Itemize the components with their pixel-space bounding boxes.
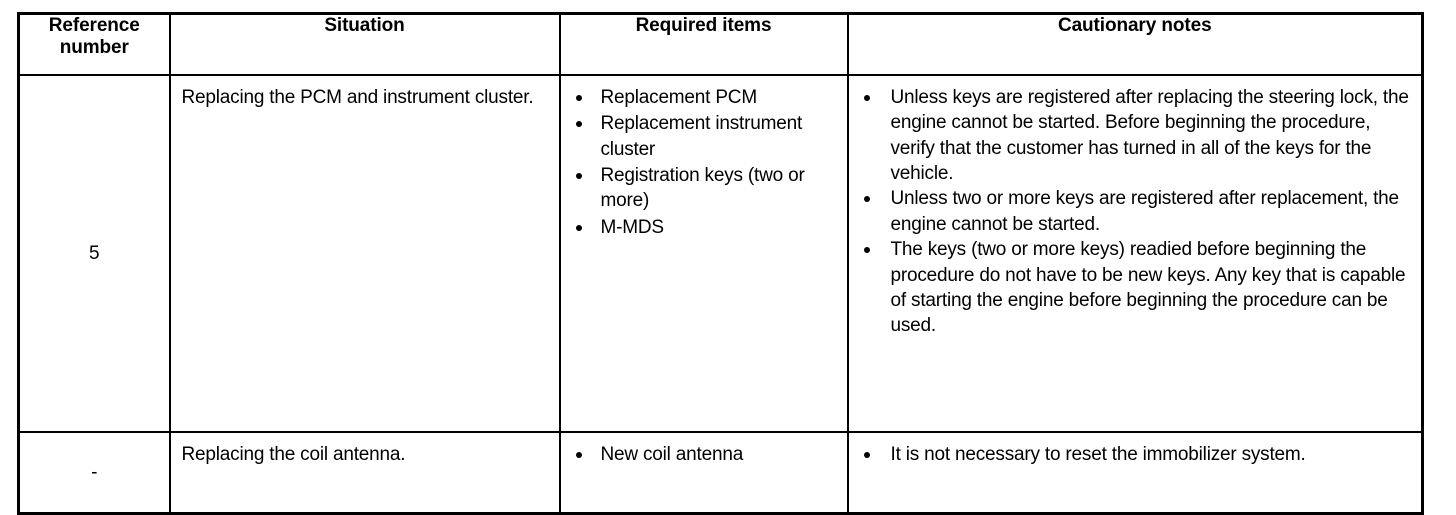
required-items-list: New coil antenna	[567, 442, 841, 467]
cautionary-notes-list: It is not necessary to reset the immobil…	[855, 442, 1416, 467]
cell-reference-number: 5	[17, 74, 171, 433]
cell-cautionary-notes: Unless keys are registered after replaci…	[846, 74, 1424, 433]
bullet-icon	[863, 95, 870, 101]
list-item-label: Replacement instrument cluster	[600, 113, 803, 160]
document-page: Reference number Situation Required item…	[17, 12, 1424, 515]
bullet-icon	[575, 173, 582, 180]
list-item-label: Unless two or more keys are registered a…	[890, 188, 1400, 235]
cell-situation: Replacing the PCM and instrument cluster…	[168, 74, 561, 433]
list-item: Unless two or more keys are registered a…	[855, 186, 1416, 237]
table-header: Reference number Situation Required item…	[17, 12, 1424, 76]
table-row: 5 Replacing the PCM and instrument clust…	[17, 74, 1424, 433]
table-row: - Replacing the coil antenna. New coil a…	[17, 431, 1424, 515]
bullet-icon	[575, 95, 582, 101]
cautionary-notes-list: Unless keys are registered after replaci…	[855, 85, 1416, 339]
table-header-row: Reference number Situation Required item…	[17, 12, 1424, 76]
list-item-label: Unless keys are registered after replaci…	[890, 87, 1409, 185]
bullet-icon	[863, 452, 870, 458]
column-header-required-items: Required items	[558, 12, 849, 76]
bullet-icon	[575, 224, 582, 231]
column-header-situation: Situation	[168, 12, 561, 76]
cell-cautionary-notes: It is not necessary to reset the immobil…	[846, 431, 1424, 515]
cell-reference-number: -	[17, 431, 171, 515]
list-item: Registration keys (two or more)	[567, 163, 841, 214]
column-header-reference-number: Reference number	[17, 12, 171, 76]
list-item-label: M-MDS	[600, 216, 665, 238]
immobilizer-service-table: Reference number Situation Required item…	[17, 12, 1424, 515]
list-item: Replacement PCM	[567, 85, 841, 110]
column-header-cautionary-notes: Cautionary notes	[846, 12, 1424, 76]
list-item: Unless keys are registered after replaci…	[855, 85, 1416, 186]
list-item-label: The keys (two or more keys) readied befo…	[890, 239, 1406, 337]
cell-required-items: New coil antenna	[558, 431, 849, 515]
cell-required-items: Replacement PCM Replacement instrument c…	[558, 74, 849, 433]
bullet-icon	[863, 247, 870, 254]
bullet-icon	[863, 196, 870, 203]
required-items-list: Replacement PCM Replacement instrument c…	[567, 85, 841, 240]
list-item: New coil antenna	[567, 442, 841, 467]
table-body: 5 Replacing the PCM and instrument clust…	[17, 74, 1424, 515]
list-item: It is not necessary to reset the immobil…	[855, 442, 1416, 467]
list-item-label: It is not necessary to reset the immobil…	[890, 444, 1306, 465]
list-item-label: New coil antenna	[600, 444, 744, 465]
bullet-icon	[575, 121, 582, 128]
bullet-icon	[575, 452, 582, 458]
list-item: Replacement instrument cluster	[567, 111, 841, 162]
list-item-label: Registration keys (two or more)	[600, 165, 805, 212]
list-item: M-MDS	[567, 215, 841, 240]
cell-situation: Replacing the coil antenna.	[168, 431, 561, 515]
list-item-label: Replacement PCM	[600, 87, 758, 108]
list-item: The keys (two or more keys) readied befo…	[855, 237, 1416, 338]
